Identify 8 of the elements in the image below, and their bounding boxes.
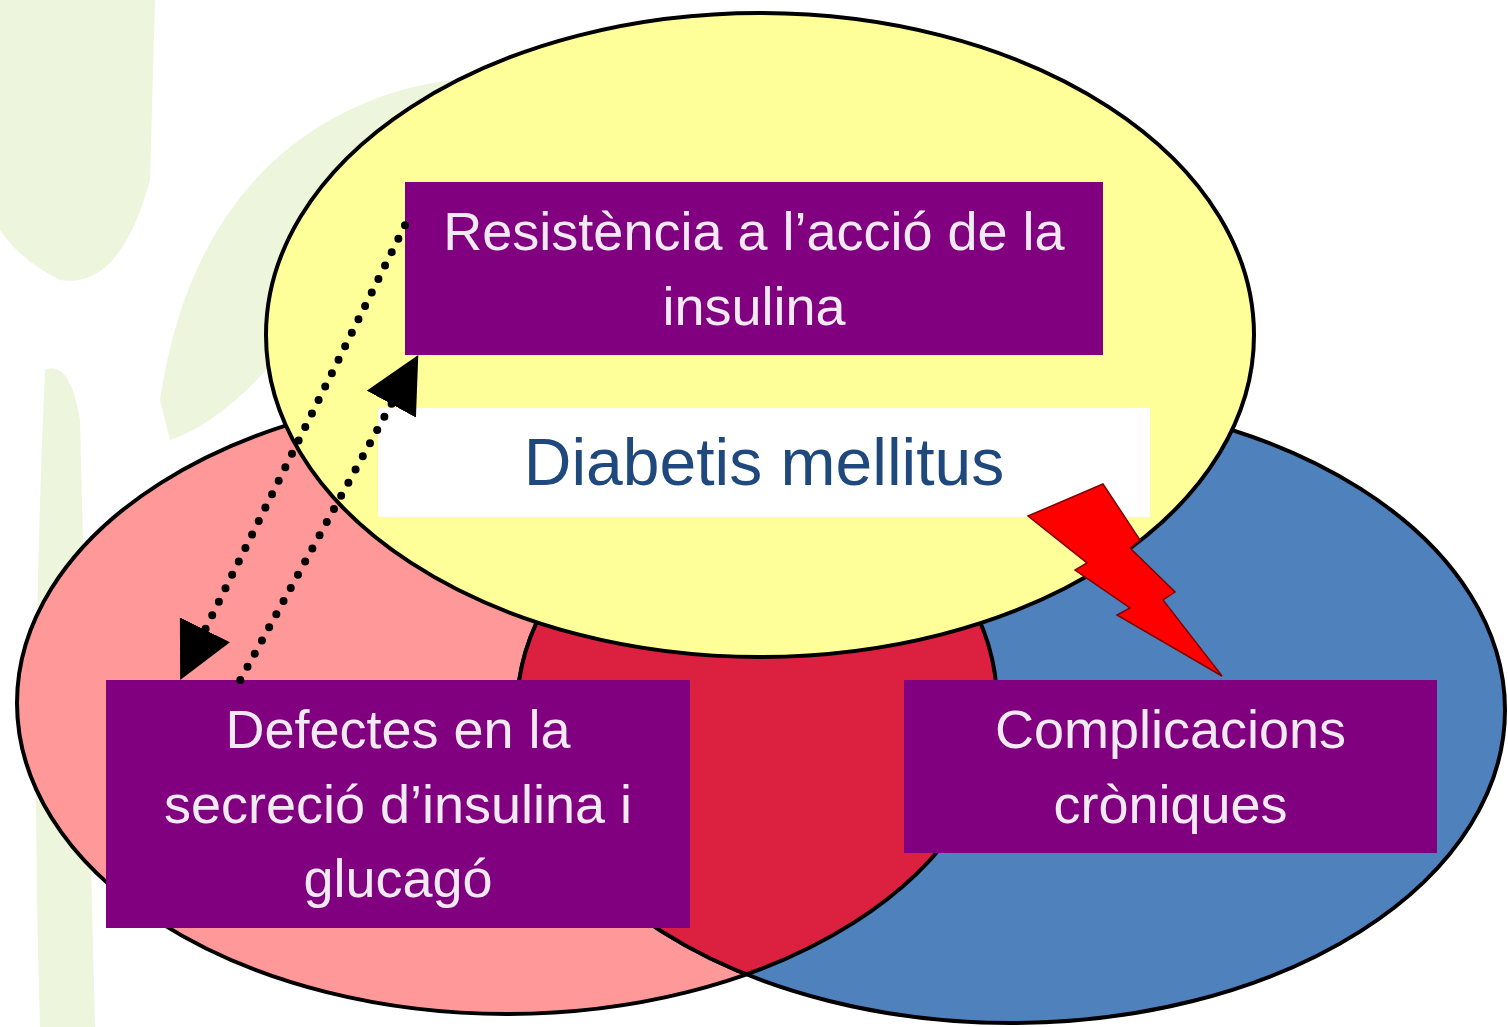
box-text: Defectes en la secreció d’insulina i glucagó bbox=[162, 698, 634, 911]
process-box bbox=[405, 182, 1103, 355]
process-box bbox=[106, 680, 690, 928]
title-box bbox=[378, 408, 1150, 517]
process-box bbox=[904, 680, 1437, 853]
box-text: Diabetis mellitus bbox=[523, 426, 1005, 499]
box-text: Complicacions cròniques bbox=[993, 698, 1348, 836]
box-text: Resistència a l’acció de la insulina bbox=[442, 200, 1066, 338]
